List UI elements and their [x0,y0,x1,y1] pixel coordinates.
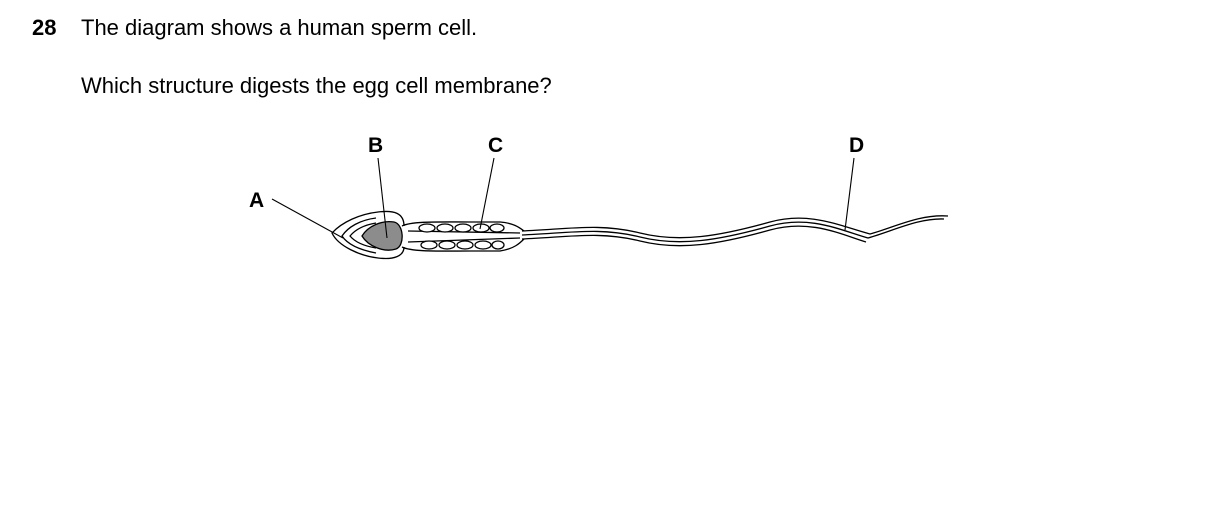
question-number: 28 [32,15,57,40]
label-d: D [849,134,864,157]
sperm-tail [521,215,949,247]
sperm-head [331,210,405,260]
label-b: B [368,134,383,157]
label-a: A [249,189,264,212]
acrosome [341,217,377,254]
nucleus [361,220,403,251]
question-prompt: Which structure digests the egg cell mem… [81,73,552,98]
leader-lines [271,157,855,239]
label-c: C [488,134,503,157]
question-stem: The diagram shows a human sperm cell. [81,15,478,40]
mitochondria [418,223,505,250]
